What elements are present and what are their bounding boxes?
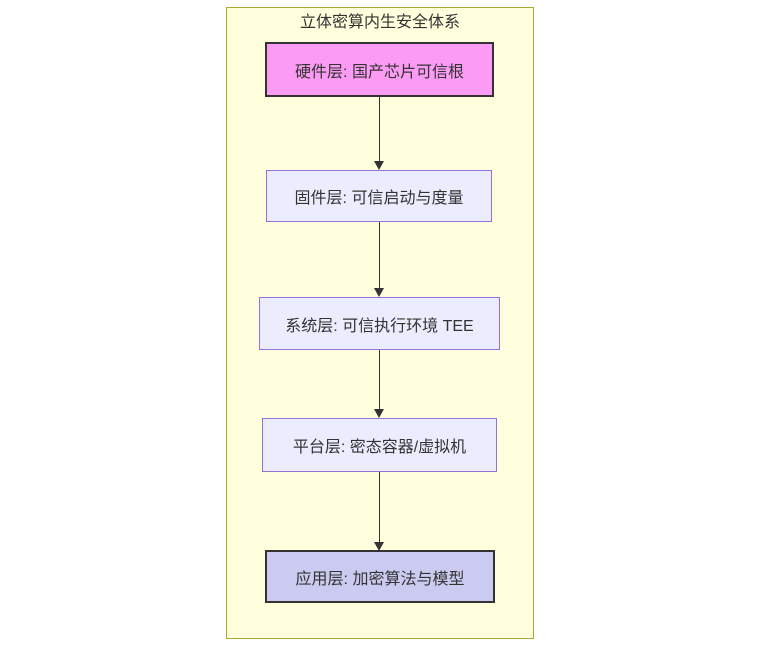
node-hardware-layer: 硬件层: 国产芯片可信根 bbox=[265, 42, 494, 97]
arrowhead-down-icon bbox=[374, 542, 384, 551]
arrowhead-down-icon bbox=[374, 409, 384, 418]
edge-hardware-to-firmware bbox=[379, 97, 380, 163]
node-application-layer: 应用层: 加密算法与模型 bbox=[265, 550, 495, 603]
node-system-layer: 系统层: 可信执行环境 TEE bbox=[259, 297, 500, 350]
edge-platform-to-application bbox=[379, 472, 380, 544]
node-platform-layer: 平台层: 密态容器/虚拟机 bbox=[262, 418, 497, 472]
arrowhead-down-icon bbox=[374, 161, 384, 170]
edge-firmware-to-system bbox=[379, 222, 380, 290]
edge-system-to-platform bbox=[379, 350, 380, 411]
arrowhead-down-icon bbox=[374, 288, 384, 297]
node-firmware-layer: 固件层: 可信启动与度量 bbox=[266, 170, 492, 222]
diagram-title: 立体密算内生安全体系 bbox=[299, 14, 460, 31]
